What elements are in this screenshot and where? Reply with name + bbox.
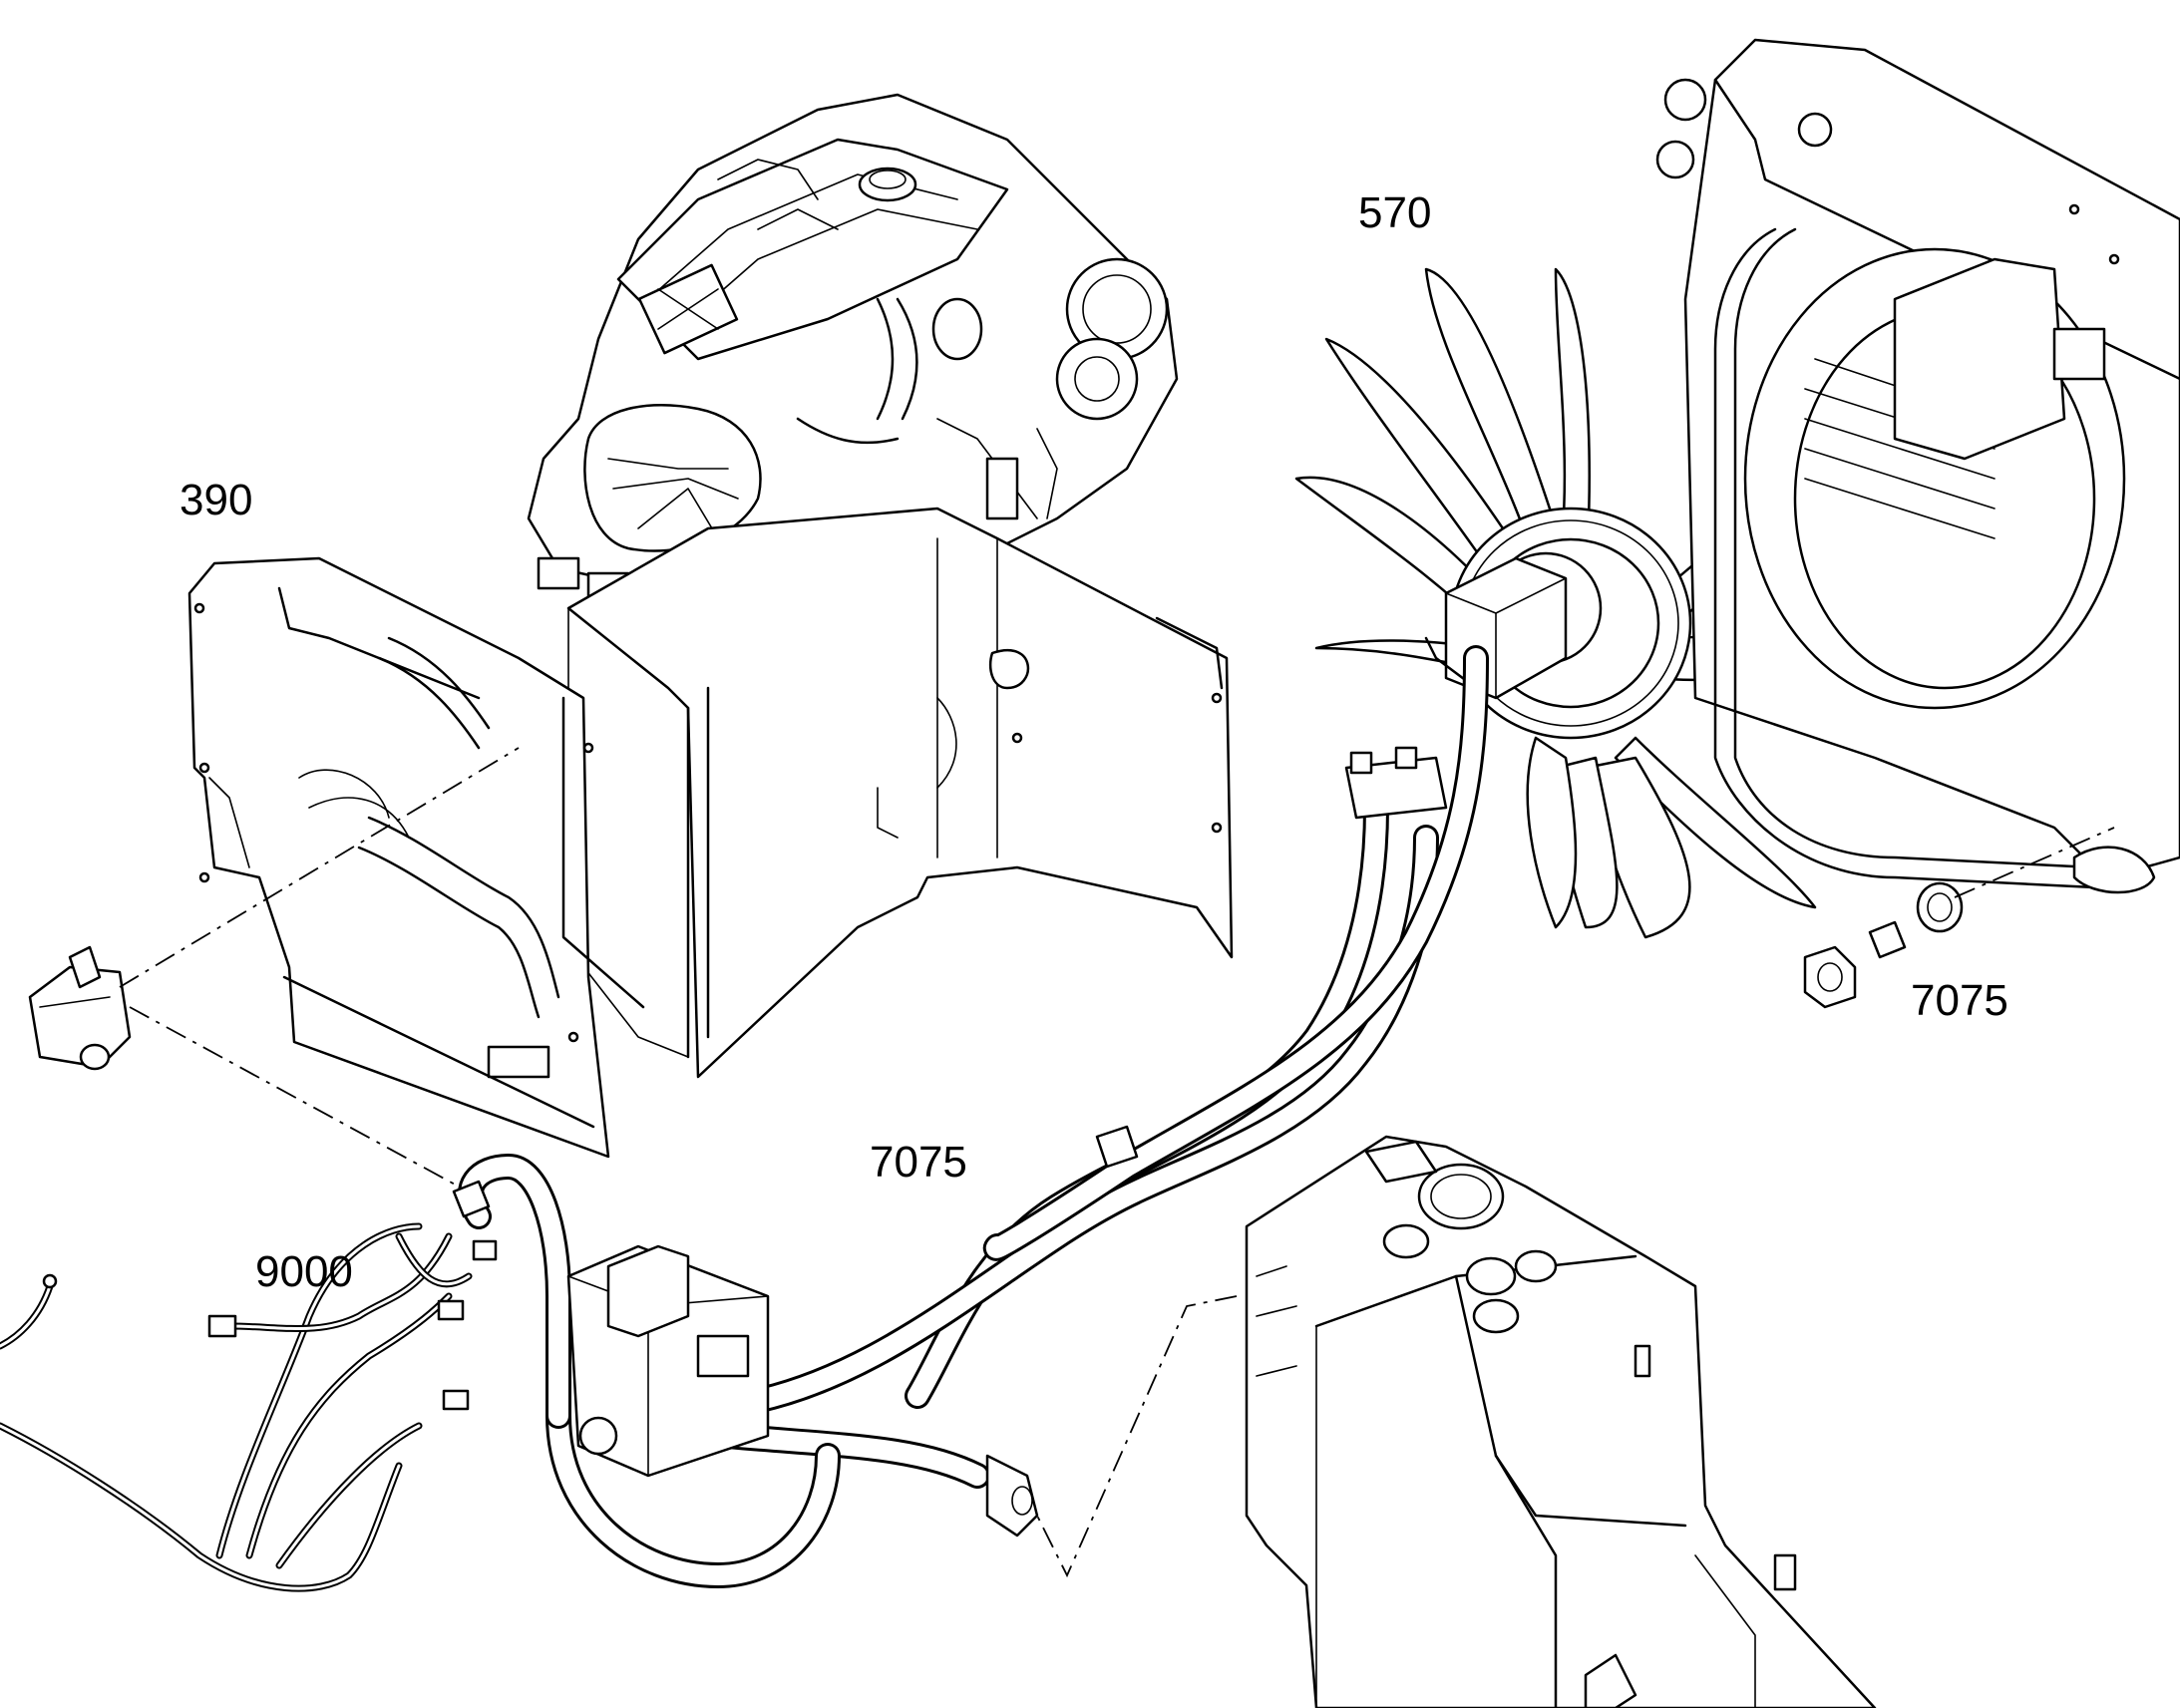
label-9000: 9000	[255, 1247, 353, 1296]
side-shroud-390	[187, 556, 645, 1159]
label-7075-center: 7075	[870, 1138, 967, 1187]
label-390: 390	[180, 476, 252, 524]
label-570: 570	[1358, 188, 1431, 237]
actuator-left	[28, 747, 520, 1188]
valve-block-hoses	[458, 645, 1489, 1588]
fan-570	[1294, 267, 1917, 939]
engine-assembly	[527, 93, 1179, 644]
radiator-assembly	[1655, 38, 2180, 894]
fittings-7075-right	[1803, 827, 2115, 1009]
hydraulic-tank	[1036, 1135, 1877, 1708]
center-shroud-panel	[566, 507, 1234, 1079]
wire-harness-9000	[0, 1180, 498, 1592]
label-7075-right: 7075	[1911, 976, 2008, 1025]
